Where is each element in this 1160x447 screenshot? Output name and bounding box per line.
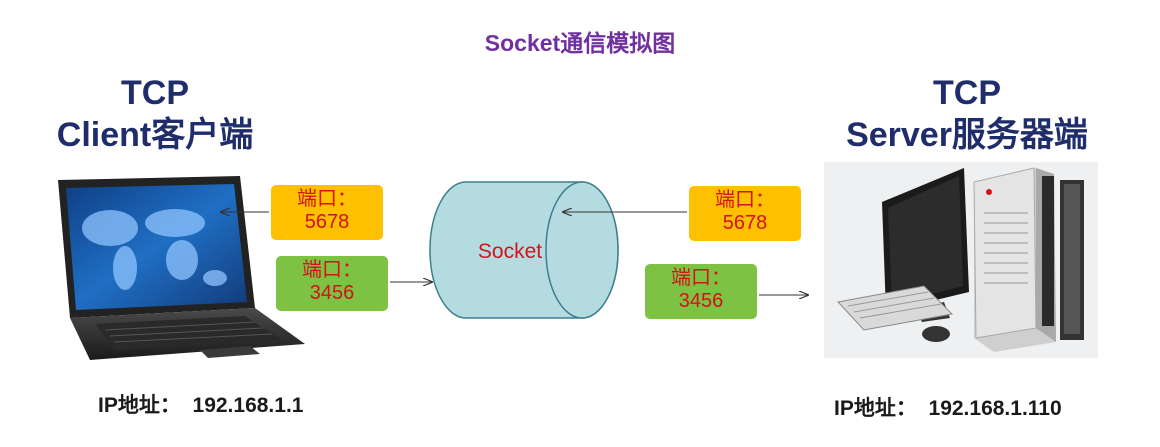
client-ip: IP地址： 192.168.1.1 [98, 389, 303, 419]
desktop-computer-icon [824, 162, 1098, 358]
diagram-title: Socket通信模拟图 [484, 30, 676, 56]
client-heading: TCP Client客户端 [20, 72, 290, 156]
port-number: 5678 [304, 211, 350, 233]
socket-label: Socket [477, 240, 543, 263]
server-protocol: TCP [933, 74, 1001, 112]
server-ip: IP地址： 192.168.1.110 [834, 392, 1062, 422]
port-number: 3456 [309, 282, 355, 304]
ip-label: IP地址： [98, 394, 181, 417]
ip-label: IP地址： [834, 397, 917, 420]
server-heading: TCP Server服务器端 [812, 72, 1122, 156]
port-number: 3456 [678, 290, 724, 312]
client-port-in: 端口： 3456 [276, 256, 388, 311]
port-label: 端口： [302, 259, 362, 281]
ip-value: 192.168.1.1 [192, 394, 304, 417]
server-port-in: 端口： 5678 [689, 186, 801, 241]
port-label: 端口： [671, 267, 731, 289]
client-role: Client客户端 [56, 116, 254, 154]
port-label: 端口： [297, 188, 357, 210]
laptop-icon [58, 176, 305, 360]
socket-pipe [429, 181, 619, 319]
port-number: 5678 [722, 212, 768, 234]
client-port-out: 端口： 5678 [271, 185, 383, 240]
server-port-out: 端口： 3456 [645, 264, 757, 319]
server-role: Server服务器端 [846, 116, 1088, 154]
client-protocol: TCP [121, 74, 189, 112]
port-label: 端口： [715, 189, 775, 211]
ip-value: 192.168.1.110 [928, 397, 1062, 420]
